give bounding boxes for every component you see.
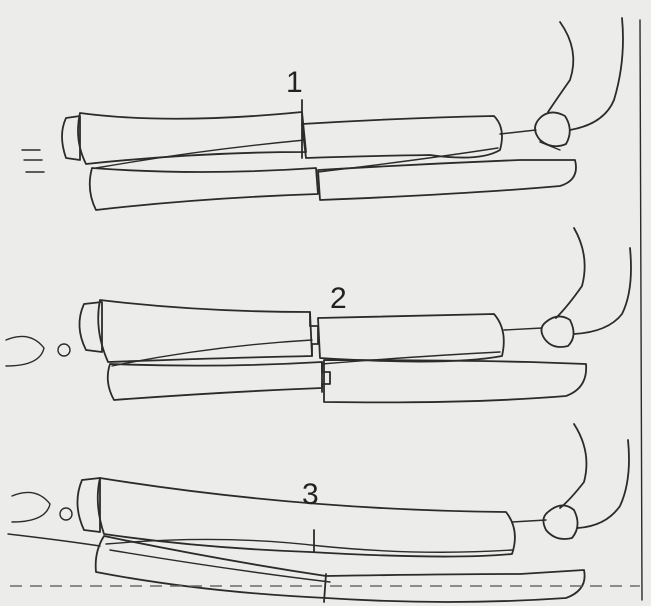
elbow-condyle-3 <box>543 505 577 539</box>
hand-outline-2 <box>6 336 44 366</box>
stage-label-1: 1 <box>286 66 303 99</box>
thumb-circle-2 <box>58 344 70 356</box>
radius-distal-2 <box>98 300 312 362</box>
radius-distal-1 <box>78 112 306 164</box>
stage-1: 1 <box>22 18 623 210</box>
thumb-circle-3 <box>60 508 72 520</box>
humerus-back-2 <box>574 248 631 334</box>
ulna-proximal-1 <box>318 160 576 200</box>
stage-3: 3 <box>8 424 640 602</box>
ghost-fingers-1 <box>22 150 44 172</box>
ulna-3 <box>96 536 585 602</box>
interosseous-line-1b <box>318 148 498 172</box>
interosseous-line-2a <box>112 340 312 366</box>
humerus-3 <box>560 424 586 508</box>
interosseous-line-3b <box>110 550 330 582</box>
stage-2: 2 <box>6 228 631 402</box>
elbow-joint-1 <box>500 130 560 150</box>
elbow-condyle-1 <box>535 112 570 146</box>
forearm-skin-line-3 <box>8 534 100 546</box>
stage-label-2: 2 <box>330 282 347 315</box>
wrist-stub-3 <box>77 478 100 532</box>
hand-outline-3 <box>12 492 50 522</box>
frame-border-line <box>640 20 642 600</box>
humerus-2 <box>556 228 585 318</box>
ulna-distal-1 <box>90 168 318 210</box>
elbow-joint-2 <box>504 328 542 330</box>
elbow-joint-3 <box>512 520 546 522</box>
stage-label-3: 3 <box>302 478 319 511</box>
ulna-proximal-2 <box>324 360 586 402</box>
humerus-back-1 <box>570 18 623 130</box>
wrist-stub-1 <box>62 116 80 160</box>
humerus-1 <box>548 22 573 112</box>
radius-proximal-2 <box>318 314 504 362</box>
ulna-distal-2 <box>108 362 322 400</box>
elbow-condyle-2 <box>541 316 573 347</box>
